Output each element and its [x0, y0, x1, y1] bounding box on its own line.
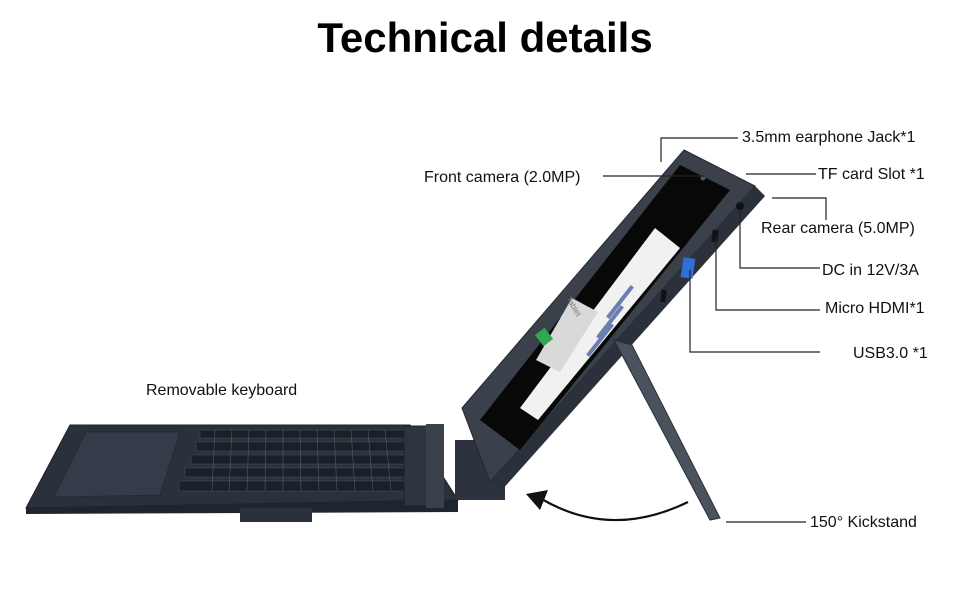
tablet-body — [461, 149, 765, 521]
keyboard-label: Removable keyboard — [146, 382, 298, 399]
kickstand-label: 150° Kickstand — [810, 514, 917, 531]
micro-hdmi-label: Micro HDMI*1 — [825, 300, 925, 317]
usb3-label: USB3.0 *1 — [853, 345, 928, 362]
page-title: Technical details — [317, 14, 653, 61]
tf-card-slot-label: TF card Slot *1 — [818, 166, 925, 183]
front-camera-label: Front camera (2.0MP) — [424, 169, 581, 186]
earphone-jack-label: 3.5mm earphone Jack*1 — [742, 129, 916, 146]
keyboard-base — [25, 424, 505, 522]
dc-in-label: DC in 12V/3A — [822, 262, 919, 279]
rear-camera-label: Rear camera (5.0MP) — [761, 220, 915, 237]
